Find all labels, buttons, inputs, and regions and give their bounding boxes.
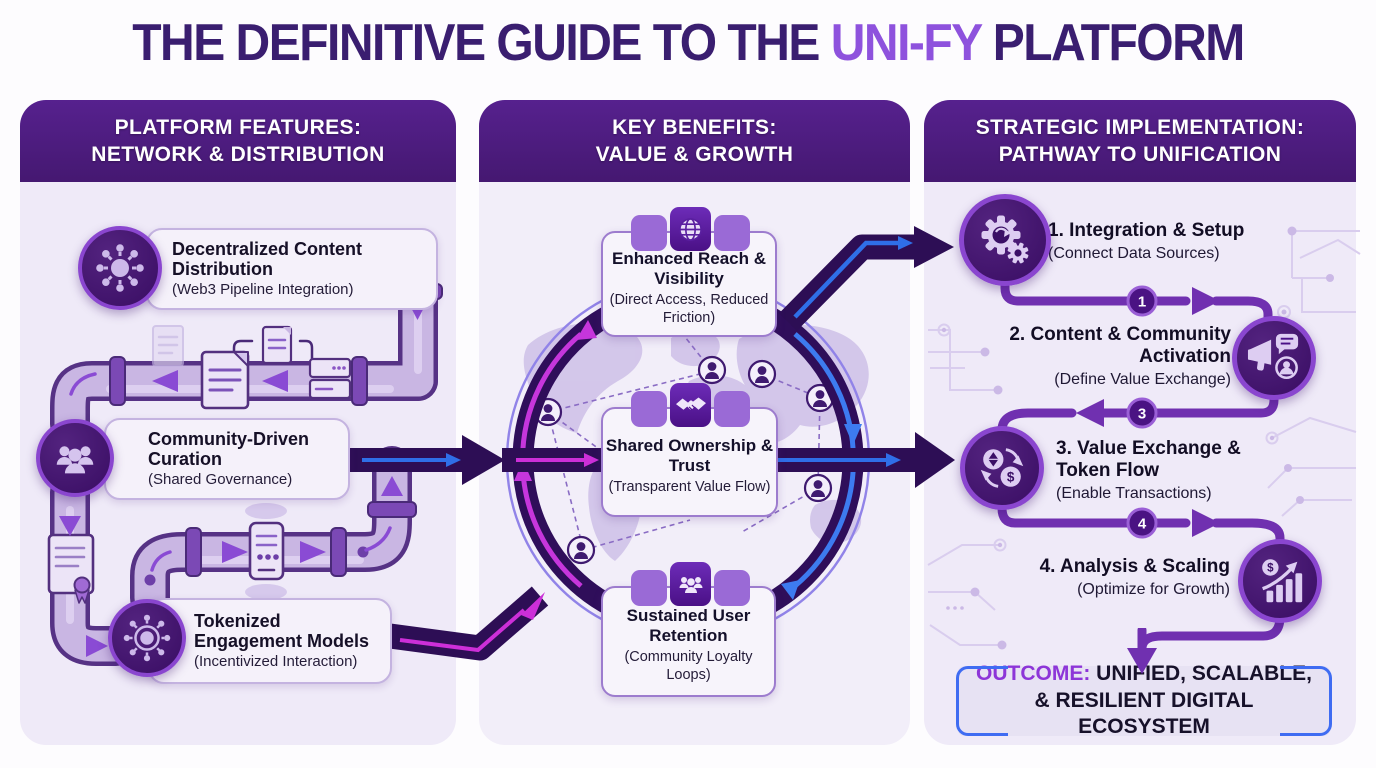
step-1: 1. Integration & Setup (Connect Data Sou… — [1048, 220, 1260, 263]
step-subtitle: (Enable Transactions) — [1056, 485, 1212, 503]
community-icon — [56, 446, 94, 474]
step-2: 2. Content & Community Activation (Defin… — [1005, 324, 1231, 389]
tab-segment — [714, 570, 750, 606]
title-suffix: PLATFORM — [980, 14, 1246, 73]
feature-icon-circle — [36, 419, 114, 497]
token-to-ring-band — [388, 586, 549, 661]
benefit-subtitle: (Direct Access, Reduced Friction) — [609, 291, 769, 326]
tab-segment — [714, 215, 750, 251]
waypoint-1: 1 — [1138, 294, 1146, 311]
step-title: 2. Content & Community Activation — [1009, 324, 1231, 368]
title-brand: UNI-FY — [830, 14, 983, 73]
waypoint-4: 4 — [1138, 516, 1147, 533]
ghost-document-icon — [152, 325, 184, 367]
wire-loop — [232, 339, 314, 374]
benefit-subtitle: (Community Loyalty Loops) — [624, 649, 753, 684]
user-nodes — [533, 355, 835, 565]
megaphone-icon — [1247, 333, 1299, 380]
outcome-box: OUTCOME: UNIFIED, SCALABLE, & RESILIENT … — [956, 662, 1332, 738]
token-hub-icon — [123, 614, 171, 662]
title-prefix: THE DEFINITIVE GUIDE TO THE — [132, 14, 831, 73]
step3-icon-circle: $ — [960, 426, 1044, 510]
step-subtitle: (Connect Data Sources) — [1048, 245, 1220, 263]
bracket-right — [1280, 666, 1332, 736]
feature-title: Tokenized Engagement Models — [194, 610, 370, 651]
step-title: 3. Value Exchange & Token Flow — [1056, 438, 1241, 482]
feature-icon-circle — [78, 226, 162, 310]
feature-subtitle: (Shared Governance) — [148, 471, 293, 489]
bracket-left — [956, 666, 1008, 736]
feature-icon-circle — [108, 599, 186, 677]
step4-icon-circle: $ — [1238, 539, 1322, 623]
tab-segment — [631, 391, 667, 427]
benefit-title: Shared Ownership & Trust — [605, 435, 774, 475]
server-icon — [308, 357, 352, 400]
step-4: 4. Analysis & Scaling (Optimize for Grow… — [1022, 556, 1230, 599]
reach-to-step1-band — [779, 226, 954, 331]
step2-icon-circle — [1232, 316, 1316, 400]
feature-title: Community-Driven Curation — [148, 428, 310, 469]
outcome-arrow — [1127, 628, 1157, 674]
page-title: THE DEFINITIVE GUIDE TO THE UNI-FY PLATF… — [0, 14, 1376, 73]
step-3: 3. Value Exchange & Token Flow (Enable T… — [1056, 438, 1246, 503]
step1-icon-circle — [959, 194, 1051, 286]
waypoint-markers: 1 3 4 — [1126, 285, 1158, 539]
benefit-card-reach: Enhanced Reach & Visibility (Direct Acce… — [601, 231, 777, 337]
tab-segment — [670, 562, 711, 606]
circuit-decoration — [927, 226, 1361, 650]
certificate-icon — [47, 533, 95, 604]
tab-segment — [670, 207, 711, 251]
benefit-tab — [631, 207, 750, 251]
token-exchange-icon: $ — [980, 448, 1024, 488]
step-subtitle: (Define Value Exchange) — [1054, 371, 1231, 389]
network-hub-icon — [96, 244, 144, 292]
feature-subtitle: (Incentivized Interaction) — [194, 653, 358, 671]
tab-segment — [670, 383, 711, 427]
tab-segment — [631, 570, 667, 606]
benefit-tab — [631, 383, 750, 427]
benefit-subtitle: (Transparent Value Flow) — [608, 478, 771, 495]
tab-segment — [631, 215, 667, 251]
benefit-tab — [631, 562, 750, 606]
feature-subtitle: (Web3 Pipeline Integration) — [172, 281, 354, 299]
globe-icon — [679, 217, 702, 241]
small-document-icon — [261, 325, 293, 365]
benefits-header: KEY BENEFITS: VALUE & GROWTH — [479, 100, 910, 182]
tab-segment — [714, 391, 750, 427]
document-icon — [200, 350, 250, 410]
svg-text:$: $ — [1267, 562, 1274, 574]
feature-card-decentralized: Decentralized Content Distribution (Web3… — [146, 228, 438, 310]
pipe-junction-dot — [144, 574, 156, 586]
svg-text:$: $ — [1007, 470, 1015, 485]
users-icon — [679, 577, 702, 593]
implementation-header: STRATEGIC IMPLEMENTATION: PATHWAY TO UNI… — [924, 100, 1356, 182]
step-subtitle: (Optimize for Growth) — [1077, 581, 1230, 599]
growth-chart-icon: $ — [1262, 559, 1303, 603]
feature-card-community: Community-Driven Curation (Shared Govern… — [104, 418, 350, 500]
mobile-device-icon — [245, 503, 287, 600]
step-title: 4. Analysis & Scaling — [1039, 556, 1230, 577]
handshake-icon — [675, 397, 706, 411]
outcome-text: OUTCOME: UNIFIED, SCALABLE, & RESILIENT … — [976, 661, 1312, 739]
step-title: 1. Integration & Setup — [1048, 220, 1245, 241]
benefit-title: Sustained User Retention — [626, 606, 751, 646]
gears-icon — [981, 215, 1029, 264]
feature-card-tokenized: Tokenized Engagement Models (Incentivize… — [148, 598, 392, 684]
benefit-title: Enhanced Reach & Visibility — [612, 248, 766, 288]
waypoint-3: 3 — [1138, 406, 1146, 423]
feature-title: Decentralized Content Distribution — [172, 238, 363, 279]
features-header: PLATFORM FEATURES: NETWORK & DISTRIBUTIO… — [20, 100, 456, 182]
path-arrowheads — [1076, 287, 1220, 537]
